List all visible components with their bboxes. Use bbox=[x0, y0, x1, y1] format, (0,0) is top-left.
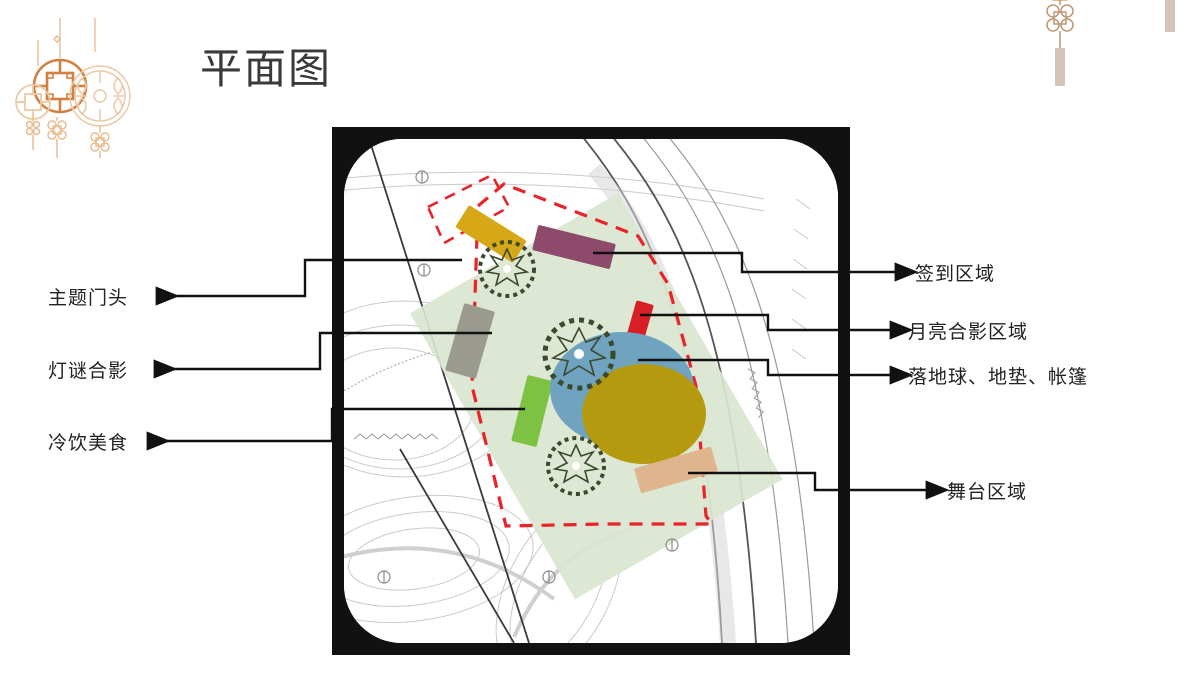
callout-label-sign-in: 签到区域 bbox=[915, 264, 996, 285]
callout-label-cold-drink: 冷饮美食 bbox=[48, 433, 129, 454]
callout-label-theme-gate: 主题门头 bbox=[48, 288, 129, 309]
chinese-hanging-ornaments-icon bbox=[980, 0, 1200, 100]
page-title: 平面图 bbox=[200, 45, 333, 92]
callout-label-stage: 舞台区域 bbox=[947, 482, 1028, 503]
floor-plan-image bbox=[332, 127, 850, 655]
callout-label-lantern-riddle: 灯谜合影 bbox=[48, 361, 129, 382]
callout-label-moon-photo: 月亮合影区域 bbox=[908, 322, 1029, 343]
floor-plan-canvas bbox=[344, 139, 838, 643]
callout-label-ball-mat-tent: 落地球、地垫、帐篷 bbox=[908, 367, 1089, 388]
chinese-ornament-cluster-icon bbox=[0, 18, 170, 160]
